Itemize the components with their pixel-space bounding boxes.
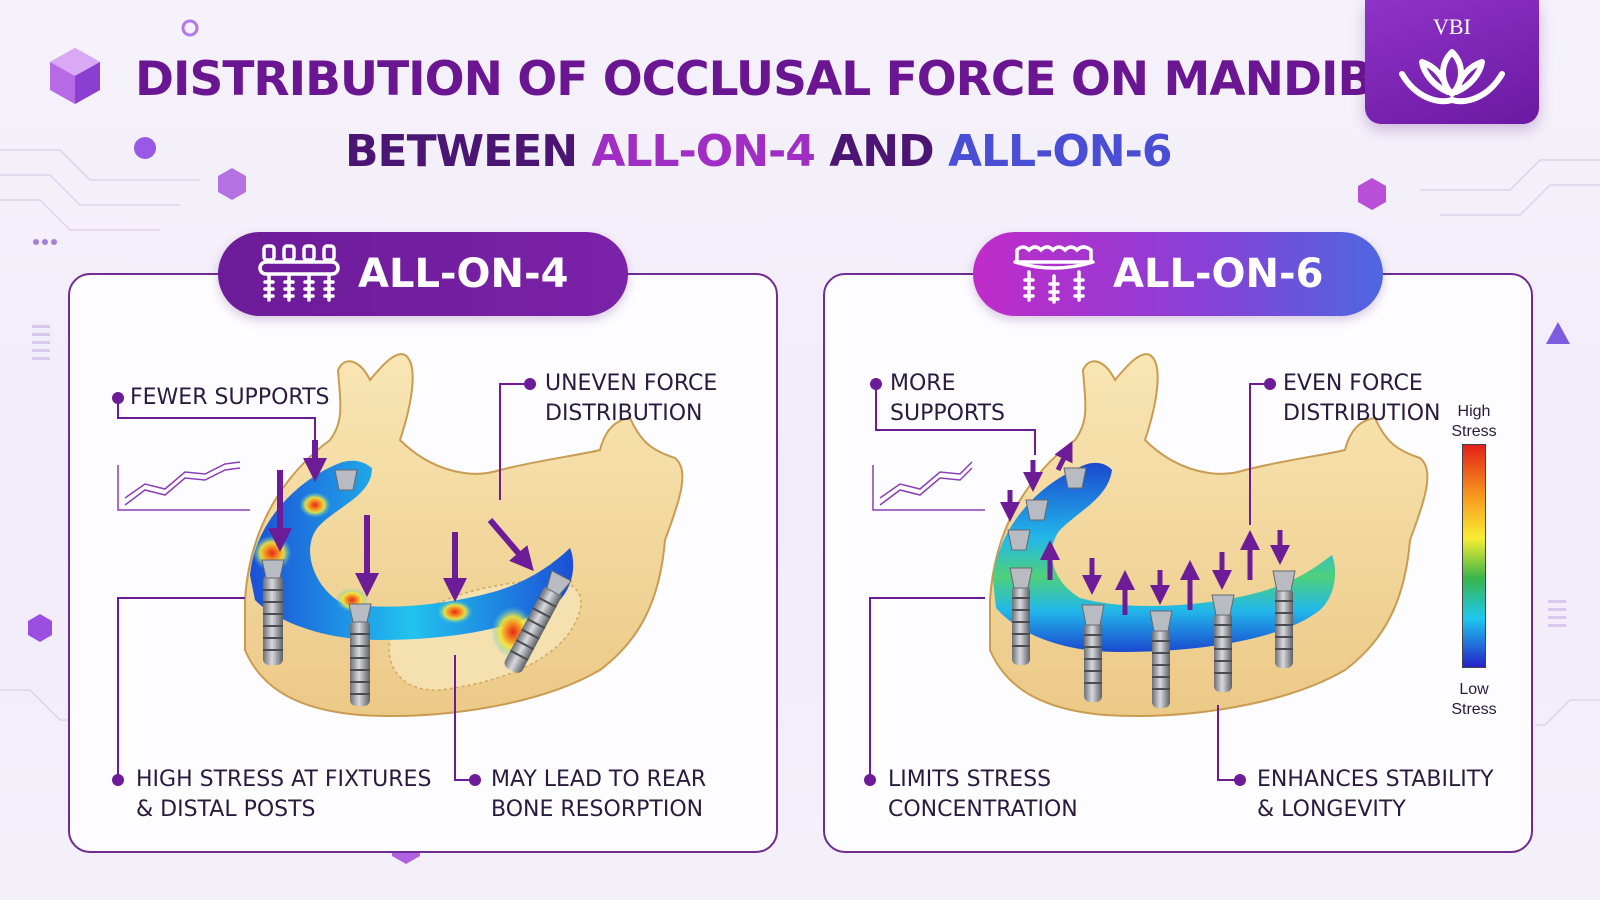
mini-chart-left xyxy=(117,461,250,511)
label-line: EVEN FORCE xyxy=(1283,371,1423,396)
stress-color-scale xyxy=(1462,444,1486,668)
label-even-force: EVEN FORCE DISTRIBUTION xyxy=(1283,369,1441,429)
hotspot xyxy=(437,600,473,624)
label-line: ENHANCES STABILITY xyxy=(1257,767,1494,792)
implant xyxy=(1009,567,1033,665)
implant xyxy=(1081,604,1105,702)
mini-chart-right xyxy=(872,461,985,511)
subtitle-all-on-6: ALL-ON-6 xyxy=(947,126,1172,177)
legend-line: Stress xyxy=(1451,701,1497,718)
force-arrows-right xyxy=(1000,441,1290,615)
label-limits-stress: LIMITS STRESS CONCENTRATION xyxy=(888,765,1078,825)
implant xyxy=(261,559,285,665)
all-on-6-mandible xyxy=(864,353,1429,786)
all-on-6-header: ALL-ON-6 xyxy=(973,232,1383,316)
subtitle-middle: AND xyxy=(814,126,948,177)
leader-lines-left xyxy=(117,383,530,781)
implant xyxy=(1211,594,1235,692)
all-on-6-title: ALL-ON-6 xyxy=(1113,251,1324,297)
subtitle-all-on-4: ALL-ON-4 xyxy=(591,126,815,177)
logo-text: VBI xyxy=(1433,14,1471,39)
page-subtitle: BETWEEN ALL-ON-4 AND ALL-ON-6 xyxy=(345,124,1265,180)
leader-dots-right xyxy=(864,378,1276,786)
leader-lines-right xyxy=(869,383,1270,781)
legend-line: Low xyxy=(1459,681,1489,698)
label-line: BONE RESORPTION xyxy=(491,797,704,822)
label-rear-bone-resorption: MAY LEAD TO REAR BONE RESORPTION xyxy=(491,765,706,825)
label-high-stress-fixtures: HIGH STRESS AT FIXTURES & DISTAL POSTS xyxy=(136,765,431,825)
vbi-logo: VBI xyxy=(1365,0,1539,124)
implant-bridge-icon xyxy=(258,244,340,302)
label-line: & DISTAL POSTS xyxy=(136,797,316,822)
label-line: LIMITS STRESS xyxy=(888,767,1052,792)
implant xyxy=(1272,570,1296,668)
implant-bridge-icon xyxy=(1013,245,1095,304)
label-line: HIGH STRESS AT FIXTURES xyxy=(136,767,432,792)
label-more-supports: MORE SUPPORTS xyxy=(890,369,1005,429)
all-on-4-title: ALL-ON-4 xyxy=(358,251,569,297)
force-arrows-left xyxy=(268,440,534,602)
implant xyxy=(504,569,572,673)
label-line: DISTRIBUTION xyxy=(545,401,703,426)
label-line: FEWER SUPPORTS xyxy=(130,385,330,410)
label-line: SUPPORTS xyxy=(890,401,1006,426)
label-line: CONCENTRATION xyxy=(888,797,1078,822)
legend-high-stress: High Stress xyxy=(1439,402,1509,442)
label-uneven-force: UNEVEN FORCE DISTRIBUTION xyxy=(545,369,717,429)
legend-low-stress: Low Stress xyxy=(1439,680,1509,720)
all-on-4-mandible xyxy=(112,353,684,786)
legend-line: High xyxy=(1457,403,1491,420)
implant xyxy=(1149,610,1173,708)
label-line: DISTRIBUTION xyxy=(1283,401,1441,426)
label-line: & LONGEVITY xyxy=(1257,797,1406,822)
implant xyxy=(348,603,372,706)
hotspot xyxy=(299,492,331,518)
lotus-icon xyxy=(1399,49,1505,105)
page-title: DISTRIBUTION OF OCCLUSAL FORCE ON MANDIB… xyxy=(135,52,1433,107)
label-line: UNEVEN FORCE xyxy=(545,371,718,396)
legend-line: Stress xyxy=(1451,423,1497,440)
all-on-4-header: ALL-ON-4 xyxy=(218,232,628,316)
implant xyxy=(334,469,358,491)
leader-dots-left xyxy=(112,378,536,786)
label-fewer-supports: FEWER SUPPORTS xyxy=(130,383,330,413)
label-stability-longevity: ENHANCES STABILITY & LONGEVITY xyxy=(1257,765,1494,825)
label-line: MORE xyxy=(890,371,956,396)
subtitle-prefix: BETWEEN xyxy=(345,126,592,177)
implant xyxy=(1007,467,1087,551)
stress-band-right xyxy=(993,462,1336,652)
label-line: MAY LEAD TO REAR xyxy=(491,767,707,792)
